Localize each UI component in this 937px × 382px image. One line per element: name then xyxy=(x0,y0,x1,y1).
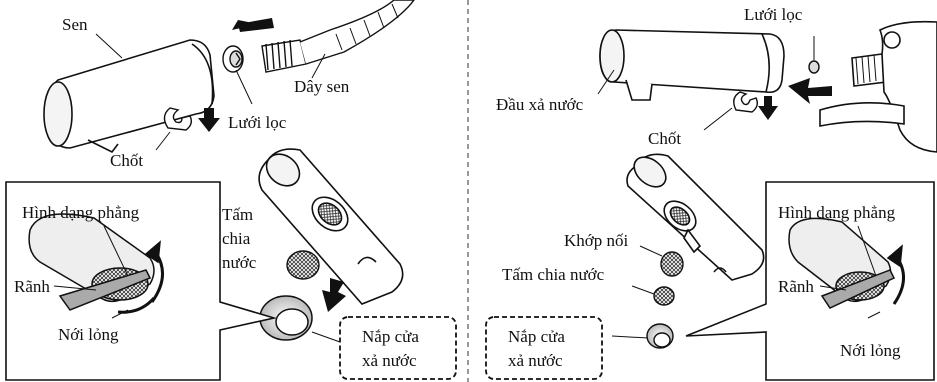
label-khop-noi: Khớp nối xyxy=(564,231,629,250)
cap-illustration-right xyxy=(647,324,673,348)
label-noi-long-left: Nới lỏng xyxy=(58,325,119,344)
label-noi-long-right: Nới lỏng xyxy=(840,341,901,360)
label-hinh-dang-phang-left: Hình dạng phẳng xyxy=(22,203,140,222)
leader-chot-left xyxy=(156,132,170,150)
label-tam-chia-nuoc-right: Tấm chia nước xyxy=(502,265,605,284)
leader-nap-cua-left xyxy=(312,332,340,342)
hose-illustration xyxy=(262,0,414,72)
leader-tam-chia-nuoc-right xyxy=(632,286,654,294)
label-sen: Sen xyxy=(62,15,88,34)
label-luoi-loc-right: Lưới lọc xyxy=(744,5,803,24)
label-dau-xa-nuoc: Đầu xả nước xyxy=(496,95,584,114)
label-nap-cua-left-2: xả nước xyxy=(362,351,417,370)
label-ranh-right: Rãnh xyxy=(778,277,814,296)
label-day-sen: Dây sen xyxy=(294,77,350,96)
arrow-down-icon-2 xyxy=(322,278,346,312)
label-chot-left: Chốt xyxy=(110,151,143,170)
label-hinh-dang-phang-right: Hình dạng phẳng xyxy=(778,203,896,222)
label-chot-right: Chốt xyxy=(648,129,681,148)
label-tam-left-3: nước xyxy=(222,253,257,272)
leader-sen xyxy=(96,34,122,58)
label-ranh-left: Rãnh xyxy=(14,277,50,296)
label-nap-cua-right-1: Nắp cửa xyxy=(508,327,565,346)
leader-chot-right xyxy=(704,108,732,130)
leader-nap-cua-right xyxy=(612,336,648,338)
coupling-illustration xyxy=(661,252,683,276)
arrow-left-icon xyxy=(232,18,274,32)
shower-head-illustration xyxy=(44,40,214,152)
label-nap-cua-left-1: Nắp cửa xyxy=(362,327,419,346)
leader-luoi-loc-left xyxy=(236,70,252,104)
filter-illustration-left xyxy=(223,46,243,72)
label-nap-cua-right-2: xả nước xyxy=(508,351,563,370)
diffuser-illustration-right xyxy=(654,287,674,305)
diffuser-illustration-left xyxy=(287,251,319,279)
filter-illustration-right xyxy=(809,61,819,73)
label-tam-left-1: Tấm xyxy=(222,205,253,224)
spout-illustration xyxy=(600,30,784,100)
label-luoi-loc-left: Lưới lọc xyxy=(228,113,287,132)
arrow-left-icon-right xyxy=(788,78,832,104)
label-tam-left-2: chia xyxy=(222,229,251,248)
leader-khop-noi xyxy=(640,246,662,256)
spout-tilted-illustration xyxy=(627,151,764,280)
mixer-illustration xyxy=(820,22,937,152)
arrow-down-icon-right xyxy=(758,96,778,120)
clip-illustration-right xyxy=(734,92,758,112)
